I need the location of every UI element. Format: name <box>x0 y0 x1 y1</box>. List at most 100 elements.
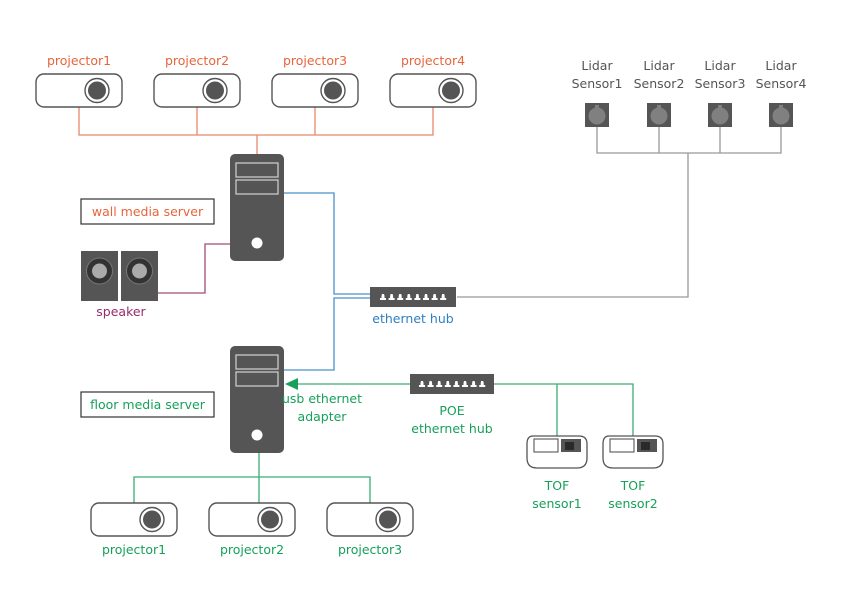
lidar-label-line1: Lidar <box>765 58 797 73</box>
tof-label-line2: sensor2 <box>608 496 657 511</box>
lidar-icon <box>769 103 793 127</box>
ethernet-port-icon <box>397 294 404 300</box>
speaker-link <box>158 243 230 294</box>
wall-media-server-label: wall media server <box>92 204 204 219</box>
ethernet-port-icon <box>470 381 477 387</box>
projector-icon <box>90 502 178 537</box>
ethernet-port-icon <box>388 294 395 300</box>
wall-media-server-label-box: wall media server <box>80 198 215 225</box>
floor-media-server[interactable] <box>229 345 285 454</box>
lidar-label-line2: Sensor1 <box>572 76 623 91</box>
lidar-label-line1: Lidar <box>581 58 613 73</box>
tof-sensor-1[interactable]: TOF sensor1 <box>526 435 588 511</box>
ethernet-ports <box>419 381 486 387</box>
lidar-sensor-1[interactable]: Lidar Sensor1 <box>572 58 623 127</box>
ethernet-port-icon <box>431 294 438 300</box>
usb-ethernet-adapter: usb ethernet adapter <box>282 391 362 424</box>
speaker-label: speaker <box>96 304 146 319</box>
ethernet-port-icon <box>427 381 434 387</box>
ethernet-port-icon <box>419 381 425 387</box>
poe-hub-label-line2: ethernet hub <box>411 421 492 436</box>
ethernet-port-icon <box>423 294 429 300</box>
lidar-bus <box>457 127 782 298</box>
lidar-sensor-4[interactable]: Lidar Sensor4 <box>756 58 807 127</box>
floor-projector-label: projector1 <box>102 542 166 557</box>
projector-icon <box>326 502 414 537</box>
ethernet-port-icon <box>479 381 486 387</box>
wall-projector-label: projector2 <box>165 53 229 68</box>
hub-to-floor-server <box>283 297 370 371</box>
wall-projector-2[interactable]: projector2 <box>153 53 241 108</box>
wall-projector-bus <box>78 107 434 154</box>
lidar-sensor-3[interactable]: Lidar Sensor3 <box>695 58 746 127</box>
lidar-bus-line <box>596 127 782 154</box>
projector-icon <box>389 73 477 108</box>
lidar-label-line1: Lidar <box>643 58 675 73</box>
wall-projector-label: projector3 <box>283 53 347 68</box>
ethernet-port-icon <box>405 294 412 300</box>
projector-icon <box>208 502 296 537</box>
lidar-label-line1: Lidar <box>704 58 736 73</box>
floor-media-server-label-box: floor media server <box>80 391 215 418</box>
poe-to-tof-bus <box>494 383 634 436</box>
wall-projector-label: projector1 <box>47 53 111 68</box>
floor-projector-label: projector2 <box>220 542 284 557</box>
ethernet-port-icon <box>436 381 443 387</box>
floor-projector-1[interactable]: projector1 <box>90 502 178 557</box>
server-tower-icon <box>229 153 285 262</box>
poe-hub-label-line1: POE <box>439 403 464 418</box>
tof-label-line1: TOF <box>544 478 570 493</box>
wall-projector-3[interactable]: projector3 <box>271 53 359 108</box>
tof-sensor-icon <box>602 435 664 469</box>
wall-bus-line <box>78 107 434 136</box>
lidar-to-ethernet-hub <box>457 153 689 298</box>
floor-projector-label: projector3 <box>338 542 402 557</box>
ethernet-ports <box>380 294 447 300</box>
ethernet-port-icon <box>444 381 451 387</box>
tof-sensor-icon <box>526 435 588 469</box>
floor-projector-3[interactable]: projector3 <box>326 502 414 557</box>
switch-icon <box>410 374 494 394</box>
ethernet-port-icon <box>414 294 421 300</box>
poe-links <box>285 378 634 436</box>
ethernet-hub[interactable]: ethernet hub <box>370 287 456 326</box>
ethernet-port-icon <box>440 294 447 300</box>
floor-projector-bus <box>133 453 371 503</box>
wall-server-to-hub <box>283 192 370 295</box>
poe-ethernet-hub[interactable]: POE ethernet hub <box>410 374 494 436</box>
ethernet-hub-label: ethernet hub <box>372 311 453 326</box>
lidar-label-line2: Sensor4 <box>756 76 807 91</box>
switch-icon <box>370 287 456 307</box>
wall-projector-4[interactable]: projector4 <box>389 53 477 108</box>
tof-label-line1: TOF <box>620 478 646 493</box>
lidar-label-line2: Sensor3 <box>695 76 746 91</box>
lidar-icon <box>585 103 609 127</box>
tof-sensor-2[interactable]: TOF sensor2 <box>602 435 664 511</box>
wall-projector-1[interactable]: projector1 <box>35 53 123 108</box>
wall-media-server[interactable] <box>229 153 285 262</box>
usb-adapter-label-line1: usb ethernet <box>282 391 362 406</box>
ethernet-port-icon <box>380 294 386 300</box>
wall-projectors: projector1 projector2 projector3 project… <box>35 53 477 108</box>
tof-label-line2: sensor1 <box>532 496 581 511</box>
lidar-icon <box>647 103 671 127</box>
speaker-icon <box>81 251 158 301</box>
floor-media-server-label: floor media server <box>90 397 206 412</box>
speaker-to-wall-server <box>158 243 230 294</box>
projector-icon <box>35 73 123 108</box>
arrowhead-icon <box>285 378 298 390</box>
floor-bus-line <box>133 476 371 503</box>
usb-adapter-label-line2: adapter <box>298 409 348 424</box>
floor-projector-2[interactable]: projector2 <box>208 502 296 557</box>
projector-icon <box>271 73 359 108</box>
lidar-label-line2: Sensor2 <box>634 76 685 91</box>
projector-icon <box>153 73 241 108</box>
lidar-sensor-2[interactable]: Lidar Sensor2 <box>634 58 685 127</box>
network-links <box>283 192 370 371</box>
label-box-border <box>80 391 215 418</box>
floor-projectors: projector1 projector2 projector3 <box>90 502 414 557</box>
lidar-sensors: Lidar Sensor1 Lidar Sensor2 Lidar Sensor… <box>572 58 807 127</box>
lidar-icon <box>708 103 732 127</box>
speaker[interactable]: speaker <box>81 251 158 319</box>
